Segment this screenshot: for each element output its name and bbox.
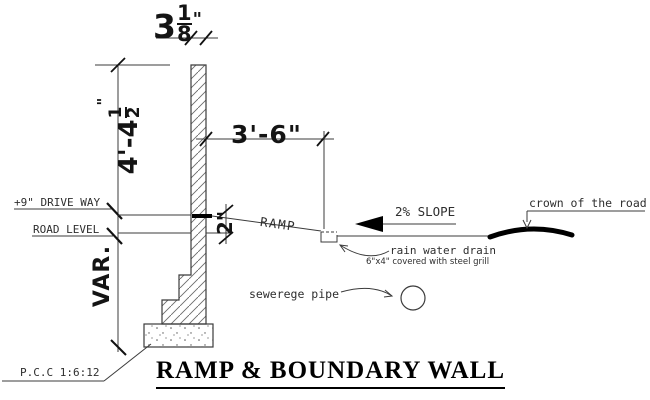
ramp-line	[211, 215, 322, 232]
dim-whole: 4'-4	[114, 119, 144, 175]
dim-fraction: 1 2	[106, 106, 145, 119]
drive-way-label: +9" DRIVE WAY	[14, 196, 101, 209]
dim-tick	[110, 339, 127, 356]
slope-arrow-icon	[355, 216, 383, 232]
down-arrow-icon	[522, 219, 532, 230]
rain-drain-detail-label: 6"x4" covered with steel grill	[366, 257, 490, 267]
dimension-wall-thickness: 3 1 8 "	[153, 1, 202, 47]
dimension-wall-height: 4'-4 1 2 "	[94, 88, 145, 184]
dim-tick	[218, 204, 234, 218]
right-arrow-icon	[383, 289, 394, 298]
dim-unit: "	[94, 97, 112, 106]
drain-leader-curve	[339, 244, 390, 257]
dimension-ramp-rise: 2"	[213, 210, 237, 236]
rain-drain-label: rain water drain	[390, 244, 496, 257]
pcc-label: P.C.C 1:6:12	[20, 366, 100, 379]
dim-tick	[316, 131, 330, 147]
dim-tick	[184, 30, 198, 46]
rain-water-drain-box	[320, 232, 338, 243]
level-tick	[106, 227, 123, 245]
dim-tick	[199, 30, 213, 46]
sewerage-leader-curve	[340, 287, 393, 297]
dimension-ramp-length: 3'-6"	[231, 120, 302, 149]
crown-label: crown of the road	[529, 196, 647, 210]
dimension-var: VAR.	[90, 244, 115, 308]
up-left-arrow-icon	[338, 244, 349, 253]
road-crown-arc	[487, 226, 575, 240]
drawing-title: RAMP & BOUNDARY WALL	[156, 357, 505, 389]
boundary-wall-section	[161, 64, 207, 325]
dim-tick	[218, 231, 234, 245]
level-tick	[106, 202, 123, 220]
dim-fraction: 1 8	[176, 1, 192, 47]
dim-tick	[110, 57, 126, 73]
sewerage-pipe-label: sewerege pipe	[249, 287, 340, 301]
pcc-leader-line	[103, 343, 152, 382]
pcc-footing	[143, 323, 214, 348]
dim-unit: "	[192, 9, 202, 30]
slope-label: 2% SLOPE	[395, 204, 456, 219]
dim-whole: 3	[153, 7, 176, 47]
sewerage-pipe-circle	[400, 285, 426, 311]
road-level-label: ROAD LEVEL	[33, 223, 100, 236]
dim-tick	[199, 131, 213, 147]
